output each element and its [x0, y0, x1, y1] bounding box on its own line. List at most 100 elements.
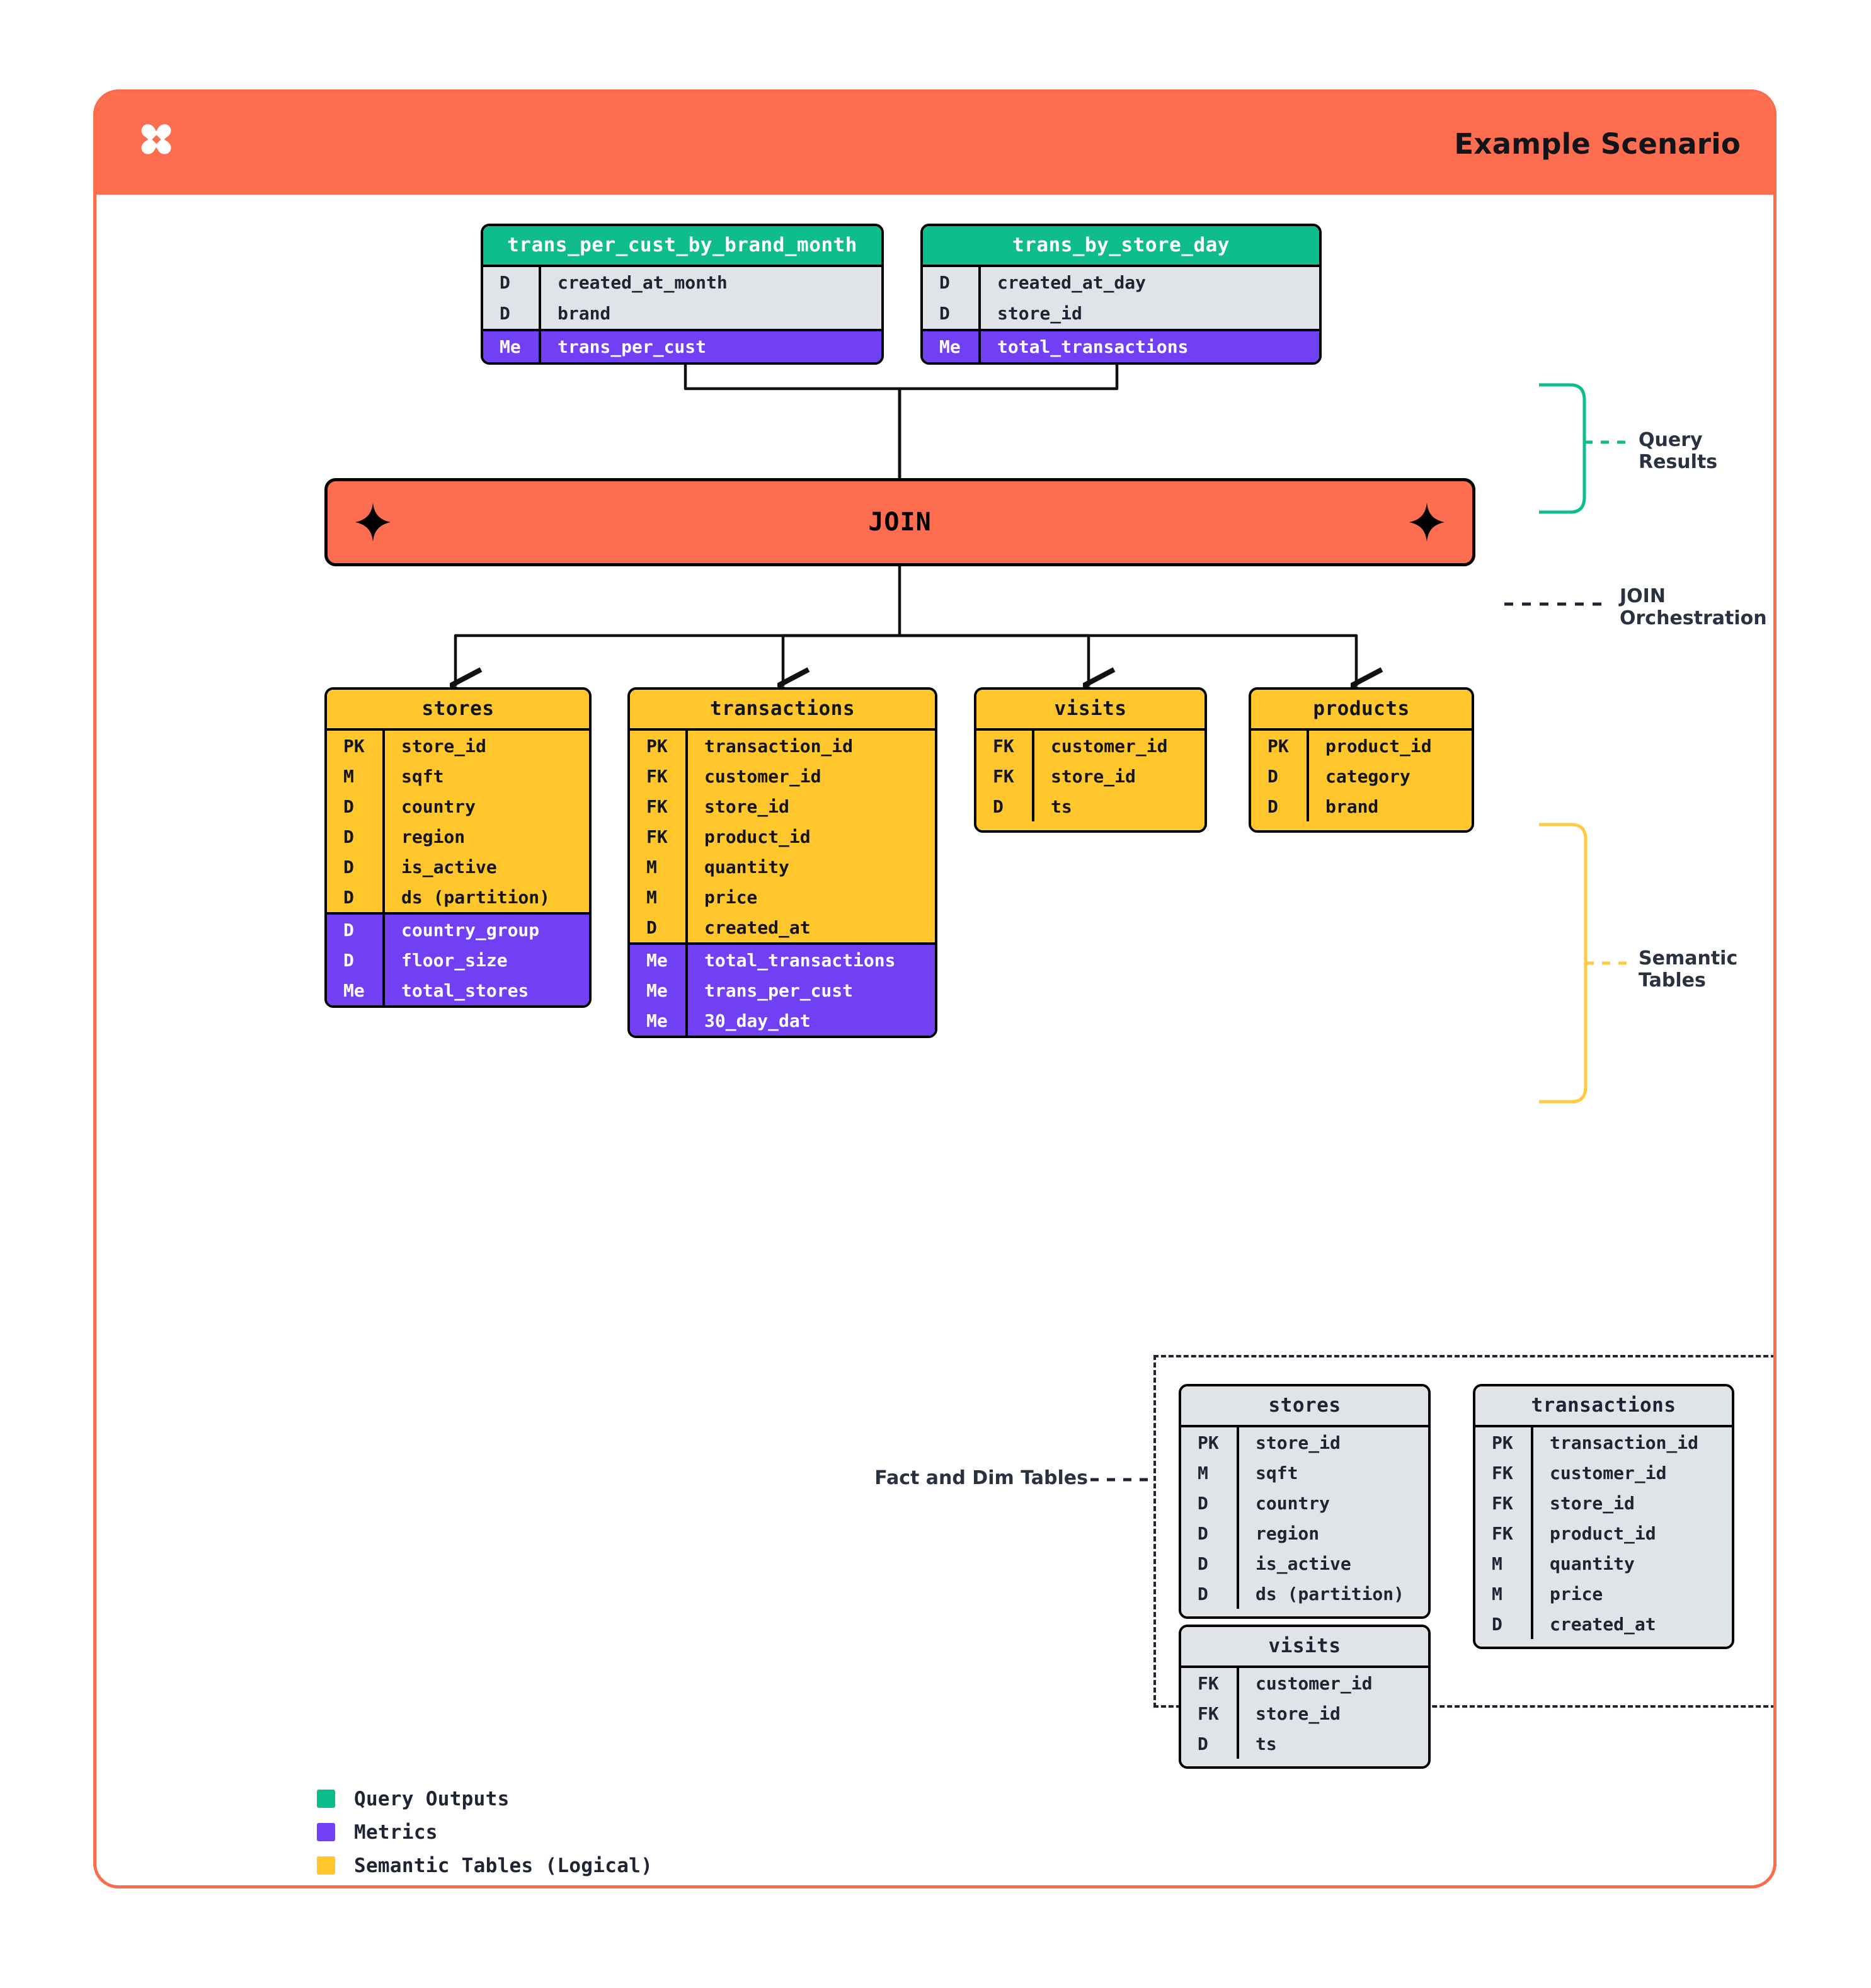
column-key: PK [343, 735, 365, 757]
column-key: D [1267, 796, 1278, 817]
semantic-table-transactions[interactable]: transactions PK transaction_id FK customer… [627, 687, 937, 1038]
column-key: FK [1492, 1492, 1513, 1514]
query-result-table-trans-per-cust-by-brand-month[interactable]: trans_per_cust_by_brand_month D created_… [481, 224, 884, 365]
column-key: D [939, 303, 950, 324]
sparkle-icon [355, 503, 391, 542]
column-key: Me [500, 336, 521, 357]
column-key: D [343, 949, 354, 971]
column-key: D [500, 272, 510, 293]
column-key: D [1492, 1613, 1502, 1635]
column-name: is_active [382, 852, 589, 882]
column-name: country [382, 791, 589, 821]
column-key: M [343, 765, 354, 787]
column-name: quantity [685, 852, 935, 882]
column-key: D [1267, 765, 1278, 787]
legend-item-normalized-tables: Normalized Tables [317, 1882, 653, 1885]
column-key: FK [1198, 1672, 1219, 1694]
column-key: D [500, 303, 510, 324]
column-name: total_transactions [685, 945, 935, 975]
column-name: created_at [1531, 1609, 1732, 1639]
join-orchestration-bar[interactable]: JOIN [324, 478, 1475, 566]
table-row: D brand [483, 298, 881, 329]
column-key: D [1198, 1583, 1208, 1604]
dimension-section: D created_at_month D brand [483, 265, 881, 329]
table-row: D store_id [923, 298, 1319, 329]
column-key: M [1198, 1462, 1208, 1483]
column-name: store_id [978, 298, 1319, 329]
table-row: FK customer_id [630, 761, 935, 791]
column-name: store_id [382, 731, 589, 761]
column-name: customer_id [1531, 1458, 1732, 1488]
table-title: transactions [630, 690, 935, 728]
table-title: visits [976, 690, 1204, 728]
column-key: FK [646, 765, 668, 787]
page-title: Example Scenario [1454, 127, 1741, 161]
column-key: PK [1492, 1432, 1513, 1453]
column-key: M [646, 856, 657, 877]
column-name: brand [539, 298, 881, 329]
column-name: 30_day_dat [685, 1005, 935, 1036]
column-name: customer_id [1237, 1668, 1428, 1698]
column-name: created_at [685, 912, 935, 942]
column-key: Me [646, 949, 668, 971]
column-key: Me [343, 980, 365, 1001]
legend: Query Outputs Metrics Semantic Tables (L… [317, 1782, 653, 1885]
column-key: D [343, 886, 354, 908]
column-name: quantity [1531, 1548, 1732, 1579]
column-key: M [1492, 1583, 1502, 1604]
column-name: price [1531, 1579, 1732, 1609]
diagram-card: Example Scenario [93, 89, 1777, 1888]
column-name: floor_size [382, 945, 589, 975]
column-name: customer_id [685, 761, 935, 791]
column-key: M [1492, 1553, 1502, 1574]
column-key: D [343, 919, 354, 940]
table-row: Me total_transactions [630, 945, 935, 975]
column-name: ts [1237, 1728, 1428, 1759]
column-key: D [993, 796, 1004, 817]
column-key: FK [646, 796, 668, 817]
legend-item-semantic-tables: Semantic Tables (Logical) [317, 1849, 653, 1882]
dimension-section: D created_at_day D store_id [923, 265, 1319, 329]
column-name: created_at_day [978, 267, 1319, 298]
query-result-table-trans-by-store-day[interactable]: trans_by_store_day D created_at_day D st… [920, 224, 1322, 365]
table-title: products [1251, 690, 1472, 728]
column-name: brand [1307, 791, 1472, 821]
join-label: JOIN [868, 508, 932, 537]
column-key: D [343, 796, 354, 817]
column-key: FK [993, 765, 1014, 787]
annotation-text: Fact and Dim Tables [874, 1467, 1088, 1489]
column-key: PK [646, 735, 668, 757]
legend-swatch-semantic-tables [317, 1856, 335, 1875]
column-name: transaction_id [685, 731, 935, 761]
legend-label: Metrics [354, 1820, 438, 1844]
column-name: is_active [1237, 1548, 1428, 1579]
table-title: visits [1181, 1627, 1428, 1665]
